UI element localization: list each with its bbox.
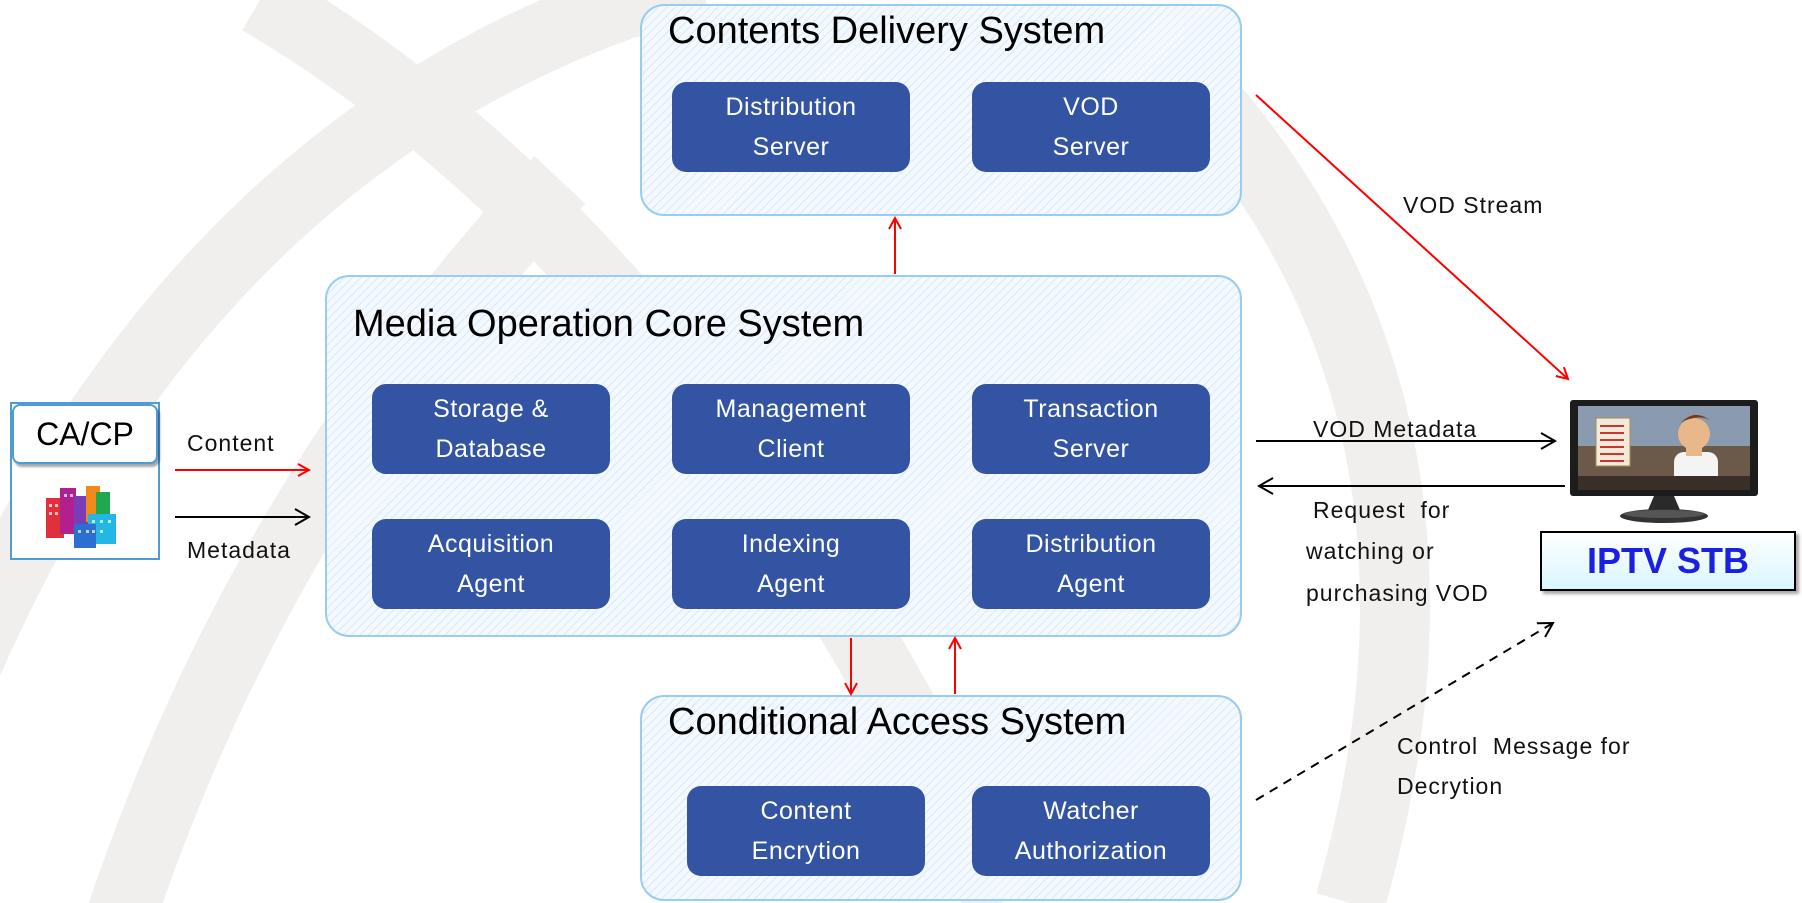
module-line: VOD	[1063, 93, 1119, 121]
metadata-flow-label: Metadata	[187, 537, 291, 563]
ca-cp-label: CA/CP	[12, 404, 158, 464]
tv-icon	[1570, 400, 1758, 523]
vod-stream-label: VOD Stream	[1403, 192, 1544, 218]
module-line: Distribution	[1025, 530, 1157, 558]
media-operation-core-system: Media Operation Core System Storage & Dat…	[325, 275, 1242, 637]
vod-server-module[interactable]: VOD Server	[972, 82, 1210, 172]
cds-title: Contents Delivery System	[668, 10, 1106, 52]
content-flow-label: Content	[187, 430, 275, 456]
vod-metadata-label: VOD Metadata	[1313, 416, 1478, 442]
module-line: Server	[1052, 133, 1130, 161]
module-line: Authorization	[1014, 837, 1168, 865]
request-label-line-3: purchasing VOD	[1306, 580, 1489, 606]
module-line: Client	[757, 435, 825, 463]
module-line: Database	[435, 435, 547, 463]
module-line: Server	[752, 133, 830, 161]
buildings-icon	[46, 486, 116, 548]
module-line: Acquisition	[427, 530, 555, 558]
module-line: Transaction	[1023, 395, 1159, 423]
control-label-line-2: Decrytion	[1397, 773, 1504, 799]
module-line: Watcher	[1043, 797, 1139, 825]
module-line: Encrytion	[751, 837, 861, 865]
module-line: Server	[1052, 435, 1130, 463]
stb-label: IPTV STB	[1586, 540, 1750, 581]
module-line: Indexing	[741, 530, 841, 558]
core-title: Media Operation Core System	[353, 303, 865, 345]
module-line: Management	[715, 395, 867, 423]
request-label-line-1: Request for	[1313, 497, 1451, 523]
module-line: Agent	[757, 570, 825, 598]
storage-database-module[interactable]: Storage & Database	[372, 384, 610, 474]
iptv-stb-node[interactable]: IPTV STB	[1540, 531, 1796, 591]
module-line: Agent	[457, 570, 525, 598]
ca-cp-node[interactable]: CA/CP	[10, 402, 160, 560]
module-line: Distribution	[725, 93, 857, 121]
control-label-line-1: Control Message for	[1397, 733, 1631, 759]
cas-title: Conditional Access System	[668, 701, 1127, 743]
module-line: Agent	[1057, 570, 1125, 598]
module-line: Content	[760, 797, 852, 825]
module-line: Storage &	[433, 395, 549, 423]
request-label-line-2: watching or	[1306, 538, 1435, 564]
